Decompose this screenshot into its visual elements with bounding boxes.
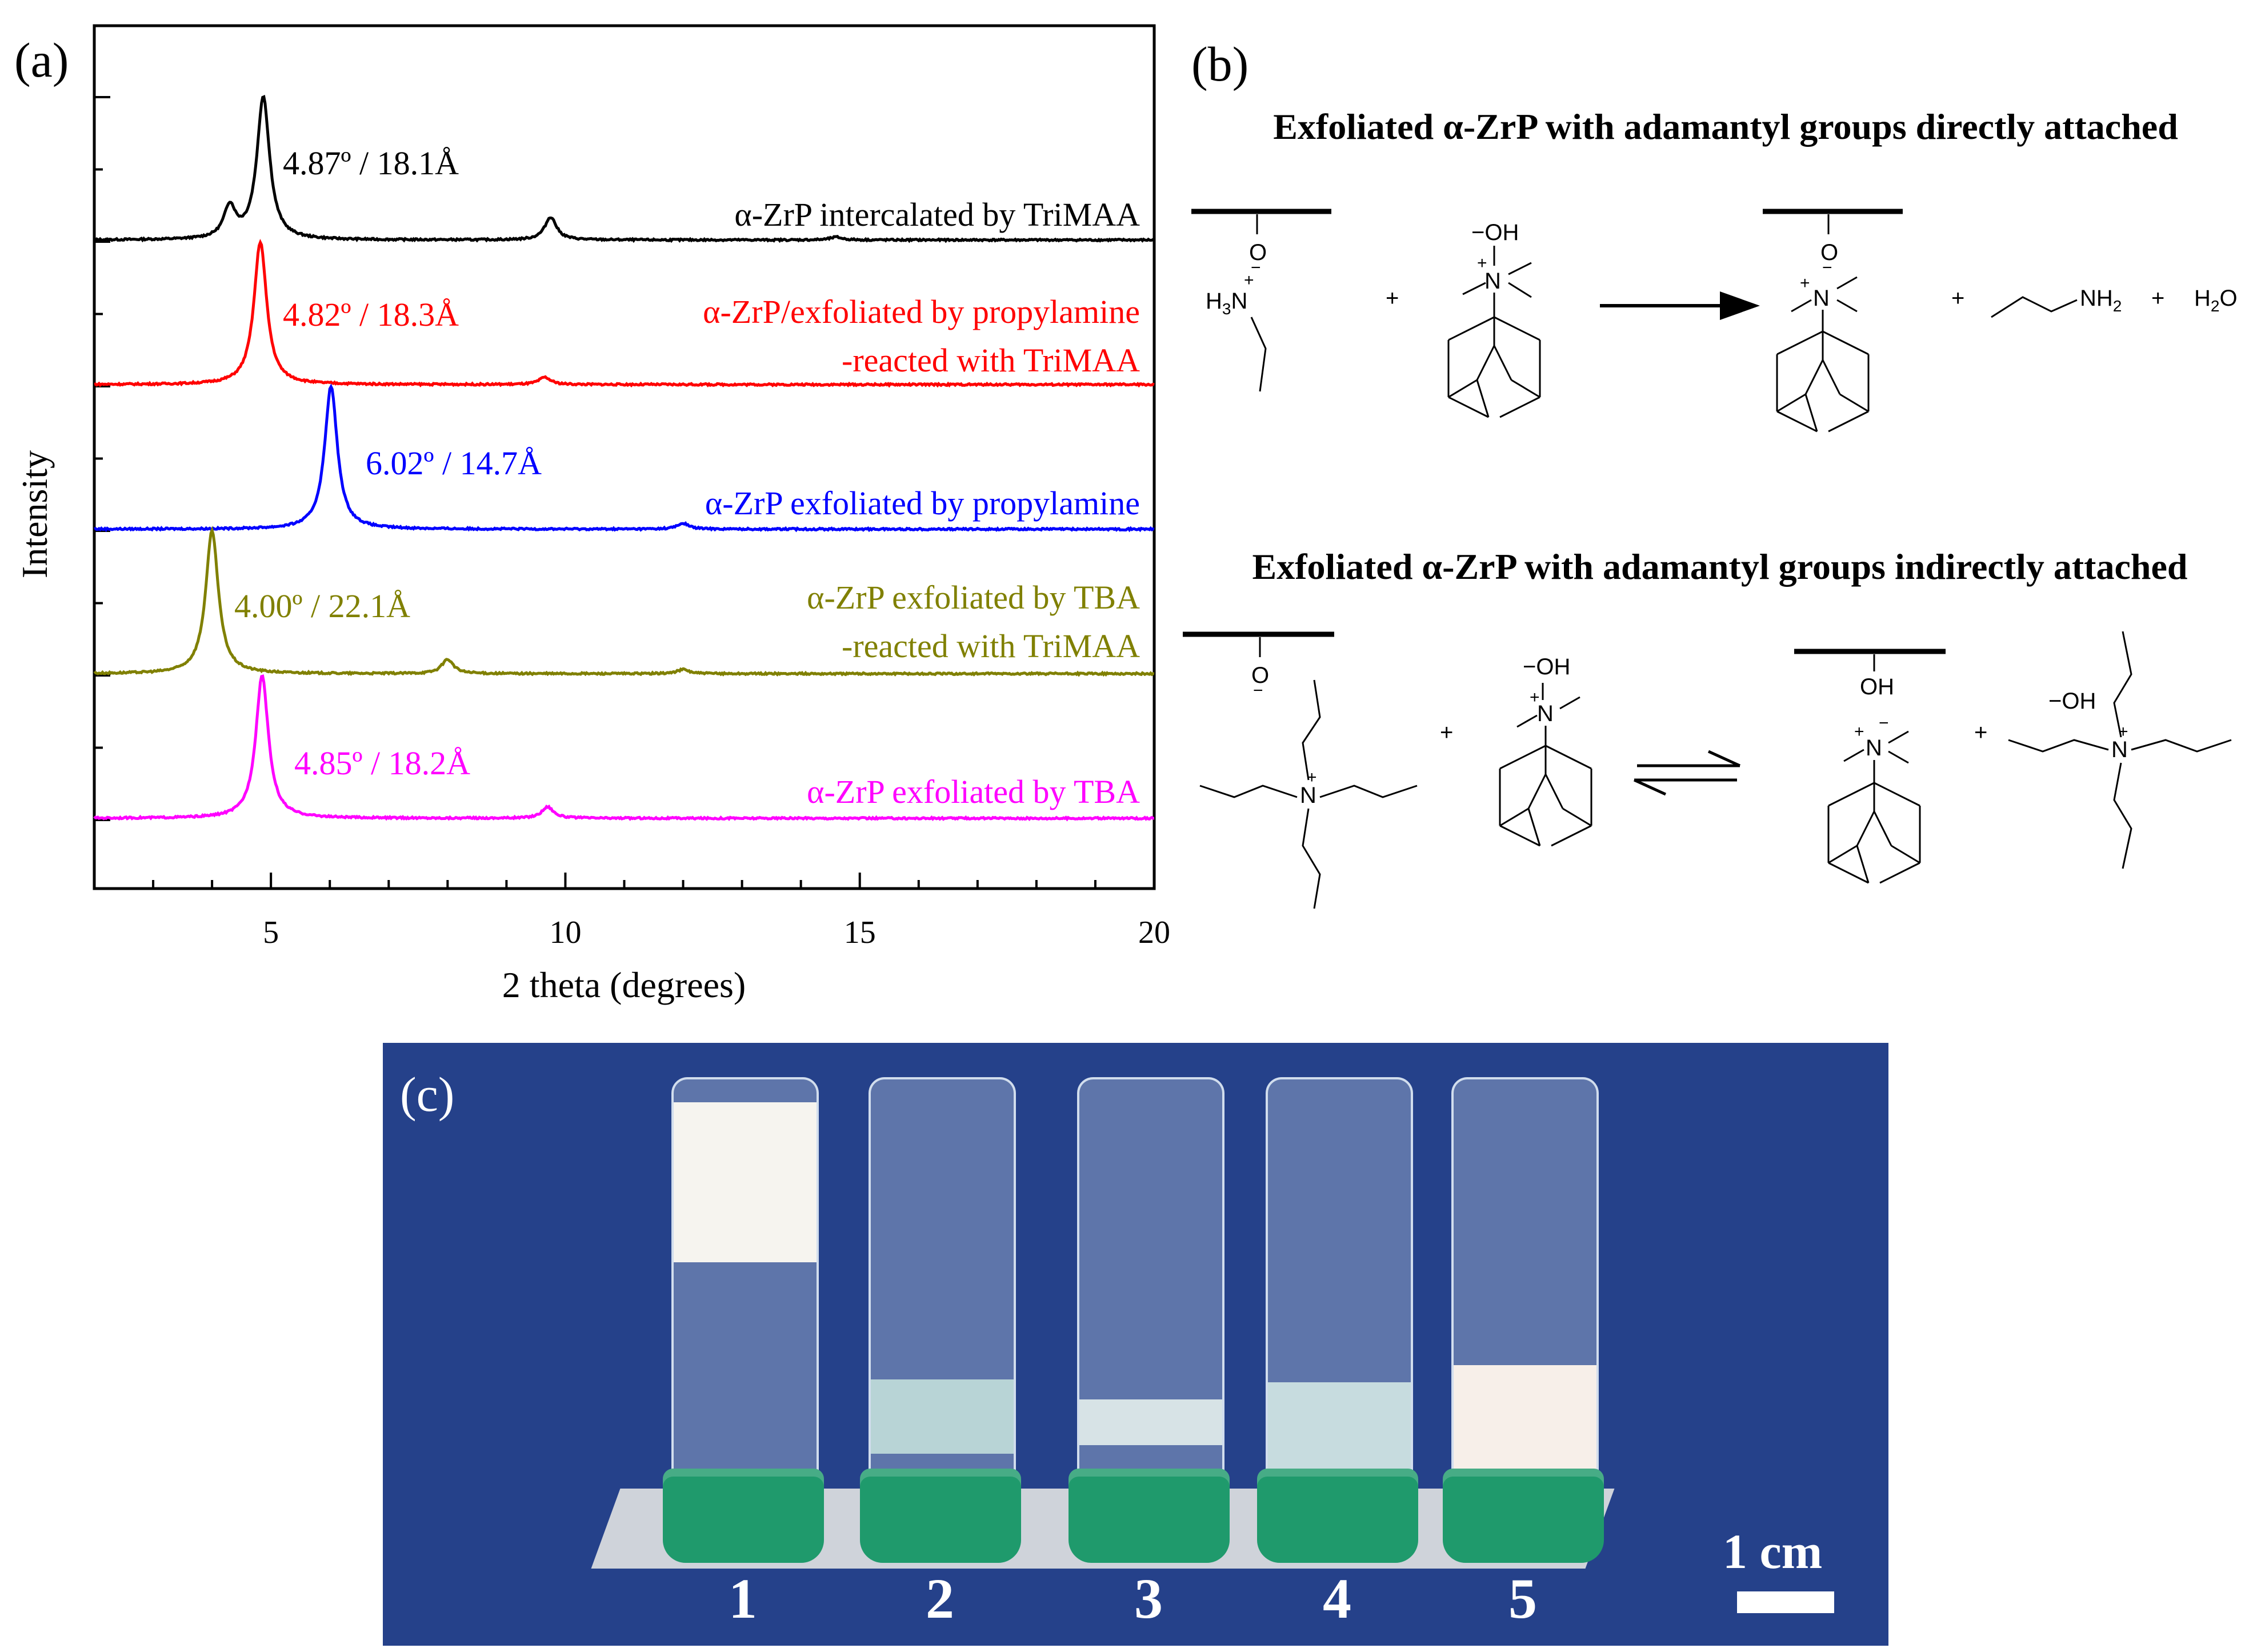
vial-3	[1077, 1077, 1224, 1482]
svg-text:OH: OH	[1860, 674, 1894, 699]
vial-4	[1266, 1077, 1413, 1482]
trace-label: -reacted with TriMAA	[842, 627, 1140, 665]
trace-label: α-ZrP intercalated by TriMAA	[734, 196, 1140, 233]
vial-contents	[1454, 1365, 1596, 1479]
svg-text:H2O: H2O	[2194, 286, 2238, 315]
svg-text:−: −	[1879, 714, 1889, 733]
peak-annotation: 4.82º / 18.3Å	[283, 296, 459, 333]
trace-line	[93, 525, 1155, 677]
vial-contents	[674, 1102, 817, 1262]
vial-1	[671, 1077, 819, 1482]
svg-text:+: +	[1974, 720, 1987, 745]
vial-5	[1451, 1077, 1599, 1482]
traces	[93, 94, 1155, 822]
xrd-chart: 5 10 15 20 4.87º / 18.1Å α-ZrP intercalated …	[14, 24, 1170, 1005]
x-tick-label: 10	[549, 915, 581, 950]
peak-annotation: 6.02º / 14.7Å	[366, 445, 542, 482]
svg-text:+: +	[1386, 286, 1399, 311]
trace-label: α-ZrP exfoliated by propylamine	[705, 485, 1140, 522]
svg-text:−: −	[1251, 258, 1261, 277]
vial-number: 5	[1508, 1567, 1537, 1630]
o-minus: O	[1249, 240, 1267, 265]
svg-text:+: +	[1440, 720, 1453, 745]
svg-text:+: +	[1951, 286, 1964, 311]
vial-contents	[1268, 1382, 1411, 1479]
svg-text:N: N	[1813, 286, 1830, 311]
scale-bar	[1737, 1591, 1834, 1613]
vial-cap	[1443, 1469, 1604, 1563]
x-tick-label: 15	[844, 915, 876, 950]
vial-number: 3	[1134, 1567, 1163, 1630]
trace-line	[94, 383, 1155, 533]
svg-text:NH2: NH2	[2080, 286, 2122, 315]
trace-label: α-ZrP exfoliated by TBA	[807, 773, 1140, 810]
trace-label: α-ZrP exfoliated by TBA	[807, 579, 1140, 616]
svg-text:O: O	[1251, 663, 1269, 688]
vial-contents	[871, 1379, 1014, 1454]
panel-c-label: (c)	[400, 1067, 455, 1122]
trace-line	[94, 94, 1155, 243]
y-axis-title: Intensity	[14, 450, 55, 578]
x-axis-title: 2 theta (degrees)	[502, 965, 746, 1005]
x-tick-label: 5	[263, 915, 279, 950]
svg-text:+: +	[1530, 688, 1540, 707]
y-ticks	[94, 96, 110, 821]
vial-cap	[1257, 1469, 1418, 1563]
reaction-scheme: O − H3N + + −OH N + O − N + + NH2 + H2O …	[1183, 209, 2238, 909]
peak-annotation: 4.85º / 18.2Å	[294, 745, 470, 782]
svg-text:+: +	[1244, 271, 1254, 290]
vial-2	[869, 1077, 1016, 1482]
trace-line	[93, 674, 1155, 822]
svg-text:N: N	[1537, 701, 1554, 726]
svg-text:O: O	[1820, 240, 1838, 265]
trace-labels: 4.87º / 18.1Å α-ZrP intercalated by TriMA…	[234, 145, 1140, 810]
svg-text:+: +	[1477, 254, 1487, 273]
title-indirect: Exfoliated α-ZrP with adamantyl groups i…	[1252, 546, 2188, 587]
svg-text:−OH: −OH	[2048, 689, 2096, 714]
scale-bar-label: 1 cm	[1723, 1524, 1823, 1579]
svg-text:−: −	[1253, 681, 1263, 700]
svg-text:N: N	[1866, 735, 1882, 761]
peak-annotation: 4.87º / 18.1Å	[283, 145, 459, 182]
svg-text:−OH: −OH	[1471, 220, 1519, 245]
x-tick-label: 20	[1138, 915, 1170, 950]
panel-b-label: (b)	[1191, 37, 1249, 91]
trace-label: α-ZrP/exfoliated by propylamine	[703, 293, 1140, 330]
title-direct: Exfoliated α-ZrP with adamantyl groups d…	[1273, 106, 2178, 147]
svg-text:+: +	[2151, 286, 2164, 311]
svg-text:+: +	[1800, 274, 1810, 293]
svg-text:−: −	[1822, 258, 1832, 277]
h3n: H3N	[1206, 289, 1247, 318]
panel-a-label: (a)	[14, 33, 69, 87]
vial-contents	[1079, 1399, 1222, 1445]
trace-line	[94, 238, 1155, 388]
vial-number: 2	[926, 1567, 954, 1630]
svg-text:−OH: −OH	[1523, 654, 1570, 679]
vial-number: 1	[729, 1567, 757, 1630]
svg-text:+: +	[1307, 768, 1317, 787]
svg-text:N: N	[2111, 737, 2128, 762]
svg-text:N: N	[1484, 269, 1501, 294]
svg-text:N: N	[1300, 783, 1316, 808]
vial-cap	[860, 1469, 1021, 1563]
x-ticks: 5 10 15 20	[152, 873, 1170, 950]
svg-text:+: +	[1854, 722, 1864, 741]
vial-number: 4	[1323, 1567, 1351, 1630]
vial-cap	[1069, 1469, 1230, 1563]
vial-cap	[663, 1469, 824, 1563]
trace-label: -reacted with TriMAA	[842, 342, 1140, 379]
peak-annotation: 4.00º / 22.1Å	[234, 587, 410, 625]
photo-panel: (c) 1 2 3 4 5 1 cm	[383, 1043, 1888, 1646]
